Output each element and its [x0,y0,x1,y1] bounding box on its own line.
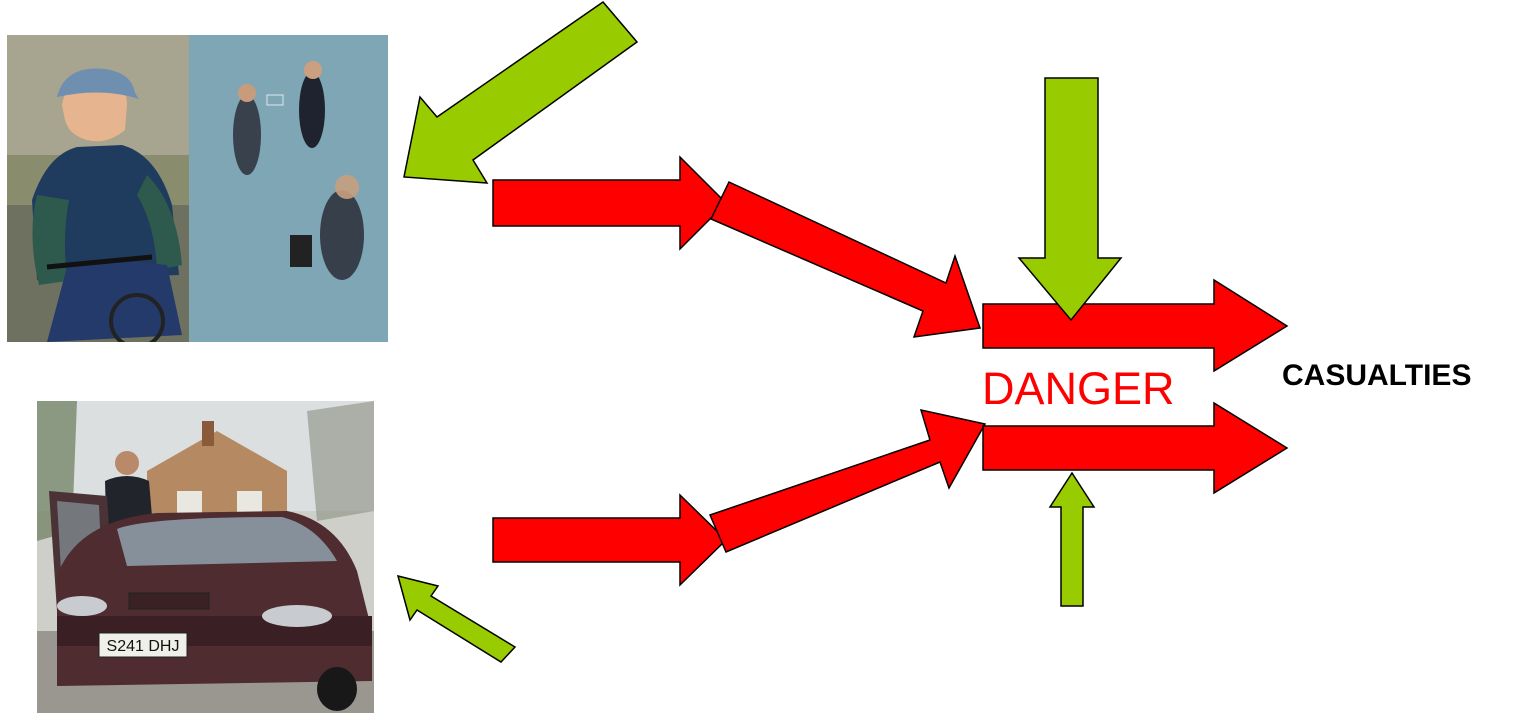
red-arrow-to-casualties-lower [983,403,1287,493]
red-arrow-upper-2 [711,182,980,337]
green-arrow-to-car [398,576,515,662]
danger-label: DANGER [978,366,1179,411]
green-arrow-up-to-danger [1050,473,1094,606]
red-arrow-to-casualties-upper [983,280,1287,371]
red-arrow-lower-1 [493,495,726,585]
red-arrow-lower-2 [710,410,985,552]
green-arrow-down-to-danger [1019,78,1121,320]
casualties-label: CASUALTIES [1282,361,1471,391]
red-arrow-upper-1 [493,157,726,249]
green-arrow-to-pedestrians [404,2,637,183]
